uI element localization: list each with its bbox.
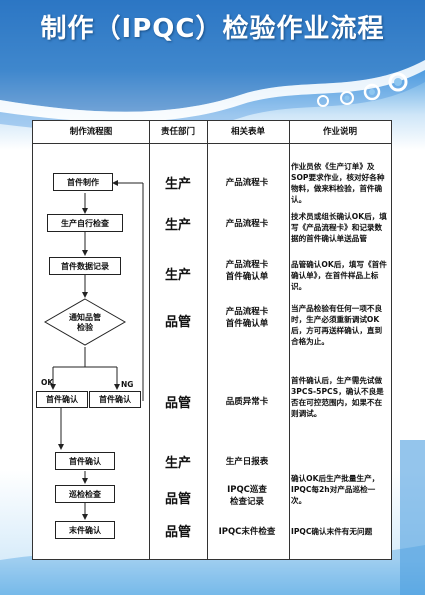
page-title: 制作（IPQC）检验作业流程 bbox=[40, 14, 385, 44]
flow-connectors bbox=[43, 180, 144, 520]
row-dept: 生产 bbox=[164, 177, 191, 192]
header-note: 作业说明 bbox=[322, 127, 357, 137]
row-form: IPQC末件检查 bbox=[218, 527, 276, 537]
row-dept: 品管 bbox=[164, 525, 191, 540]
flow-patrol-check: 巡检检查 bbox=[55, 485, 115, 503]
decision-diamond bbox=[43, 298, 127, 346]
row-note: IPQC确认末件有无问题 bbox=[291, 527, 373, 536]
row-note: 首件确认后，生产需先试做3PCS-5PCS，确认不良是否在可控范围内，如果不在则… bbox=[291, 376, 384, 418]
header-dept: 责任部门 bbox=[160, 127, 195, 137]
row-note: 确认OK后生产批量生产，IPQC每2h对产品巡检一次。 bbox=[291, 474, 380, 505]
col-divider bbox=[207, 121, 208, 559]
row-dept: 品管 bbox=[164, 396, 191, 411]
col-divider bbox=[289, 121, 290, 559]
row-form: 品质异常卡 bbox=[225, 397, 269, 407]
row-note: 作业员依《生产订单》及SOP要求作业，核对好各种物料，做来料检验，首件确认。 bbox=[291, 162, 385, 204]
row-form: 产品流程卡 bbox=[225, 219, 269, 229]
flow-self-check: 生产自行检查 bbox=[47, 214, 123, 232]
flow-notify-qc: 通知品管 检验 bbox=[69, 313, 101, 332]
flow-table: 制作流程图 责任部门 相关表单 作业说明 bbox=[32, 120, 392, 560]
row-note: 当产品检验有任何一项不良时，生产必须重新调试OK后，方可再送样确认，直到合格为止… bbox=[291, 304, 383, 346]
row-form: 产品流程卡 首件确认单 bbox=[225, 260, 269, 282]
row-dept: 生产 bbox=[164, 268, 191, 283]
flow-first-make: 首件制作 bbox=[53, 173, 113, 191]
row-note: 技术员或组长确认OK后，填写《产品流程卡》和记录数据的首件确认单送品管 bbox=[291, 212, 387, 243]
row-form: 产品流程卡 首件确认单 bbox=[225, 307, 269, 329]
row-dept: 品管 bbox=[164, 315, 191, 330]
row-dept: 生产 bbox=[164, 218, 191, 233]
row-dept: 品管 bbox=[164, 492, 191, 507]
row-form: 生产日报表 bbox=[225, 457, 269, 467]
flow-final-confirm: 末件确认 bbox=[55, 521, 115, 539]
header-flow: 制作流程图 bbox=[69, 127, 113, 137]
row-note: 品管确认OK后，填写《首件确认单》，在首件样品上标识。 bbox=[291, 260, 387, 291]
flow-confirm-ok: 首件确认 bbox=[36, 391, 88, 408]
header-divider bbox=[33, 143, 391, 144]
row-dept: 生产 bbox=[164, 456, 191, 471]
flow-confirm-2: 首件确认 bbox=[55, 452, 115, 470]
col-divider bbox=[149, 121, 150, 559]
row-form: IPQC巡查 检查记录 bbox=[227, 485, 267, 507]
flow-confirm-ng: 首件确认 bbox=[89, 391, 141, 408]
decor-circle-1 bbox=[388, 72, 408, 92]
row-form: 产品流程卡 bbox=[225, 178, 269, 188]
ok-label: OK bbox=[41, 378, 54, 387]
ng-label: NG bbox=[121, 380, 134, 389]
flow-record: 首件数据记录 bbox=[49, 257, 121, 275]
header-form: 相关表单 bbox=[230, 127, 265, 137]
